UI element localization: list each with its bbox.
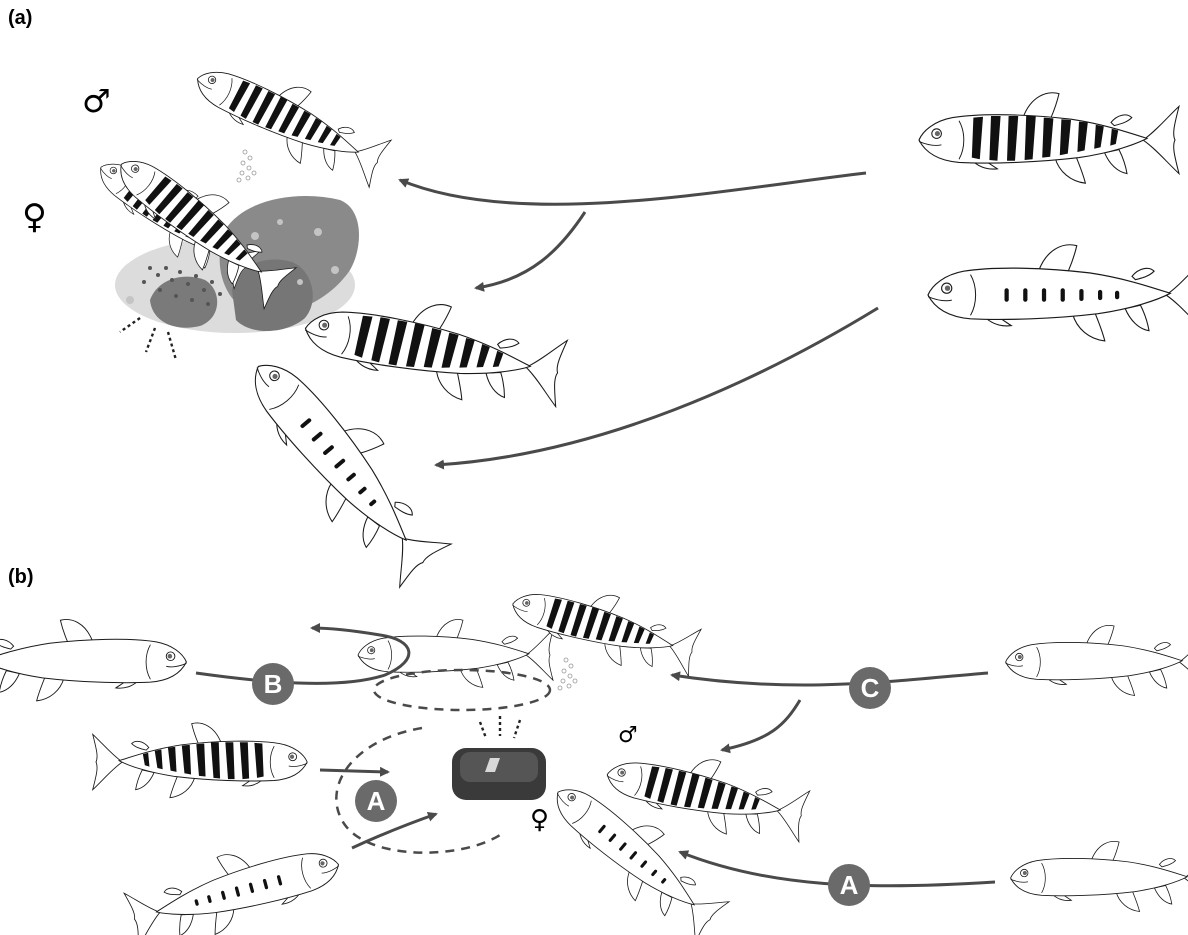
panel-a-label: (a) [8, 7, 32, 29]
svg-text:B: B [264, 669, 283, 699]
male-fish-top-a [183, 45, 395, 194]
male-symbol-b: ♂ [618, 723, 638, 748]
arrow-C-to-top-male [672, 673, 988, 685]
arrow-C-branch [722, 700, 800, 750]
bubbles-b [558, 658, 577, 690]
plain-fish-circling-b [358, 620, 553, 688]
plain-fish-right-upper-b [1006, 625, 1188, 695]
arrow-striped-to-top-male [400, 173, 866, 204]
vibration-marks-b [480, 716, 520, 738]
panel-b-label: (b) [8, 566, 34, 588]
striped-male-top-b [505, 571, 704, 683]
parr-fish-lower-a [225, 336, 461, 593]
arrow-A-parr [352, 814, 436, 848]
male-symbol-a: ♂ [82, 82, 111, 120]
badge-A-left: A [355, 780, 397, 822]
svg-text:A: A [367, 786, 386, 816]
arrow-A-striped [320, 770, 388, 772]
svg-text:C: C [861, 673, 880, 703]
striped-fish-right-a [919, 93, 1179, 183]
striped-fish-left-b [93, 723, 308, 798]
badge-C: C [849, 667, 891, 709]
bubbles-a [237, 150, 256, 182]
plain-fish-right-lower-b [1011, 841, 1188, 911]
badge-A-right: A [828, 864, 870, 906]
svg-text:A: A [840, 870, 859, 900]
acoustic-receiver-device-icon [452, 748, 546, 800]
badge-B: B [252, 663, 294, 705]
arrow-striped-branch-to-middle [476, 212, 585, 288]
parr-fish-bottom-left-b [121, 827, 348, 935]
plain-fish-left-b [0, 619, 186, 700]
female-symbol-b: ♀ [530, 805, 549, 835]
dashed-loop-upper [374, 670, 550, 710]
parr-fish-right-a [928, 245, 1188, 341]
female-symbol-a: ♀ [22, 197, 47, 237]
